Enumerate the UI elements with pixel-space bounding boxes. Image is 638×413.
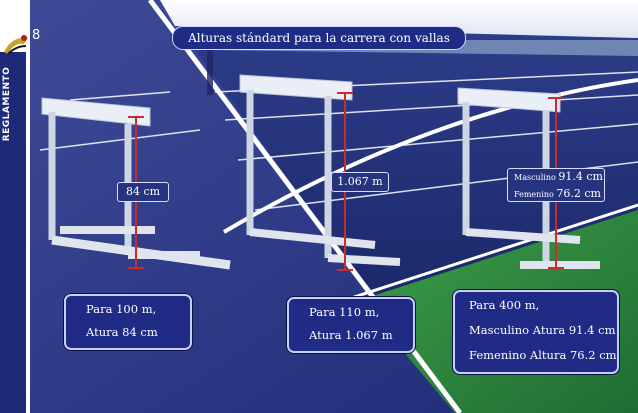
info-box-100m: Para 100 m, Atura 84 cm bbox=[64, 294, 192, 350]
info-box-400m: Para 400 m, Masculino Atura 91.4 cm Feme… bbox=[453, 290, 619, 374]
info-100m-line2: Atura 84 cm bbox=[86, 325, 158, 339]
sidebar-label: REGLAMENTO bbox=[2, 66, 12, 142]
height-line-masculino: Masculino 91.4 cm bbox=[514, 170, 603, 183]
diagonal-divider-2 bbox=[222, 78, 638, 234]
height-label-400m: Masculino 91.4 cm Femenino 76.2 cm bbox=[507, 168, 605, 202]
height-value-110m: 1.067 m bbox=[337, 175, 383, 188]
info-110m-line2: Atura 1.067 m bbox=[309, 328, 393, 342]
info-box-110m: Para 110 m, Atura 1.067 m bbox=[287, 297, 415, 353]
hurdler-logo-icon bbox=[4, 35, 28, 55]
sidebar-bar bbox=[0, 52, 26, 413]
hurdle-110m bbox=[239, 74, 401, 266]
height-label-100m: 84 cm bbox=[117, 182, 169, 202]
info-100m-line1: Para 100 m, bbox=[86, 302, 157, 316]
height-line-femenino: Femenino 76.2 cm bbox=[514, 187, 601, 200]
info-110m-line1: Para 110 m, bbox=[309, 305, 380, 319]
page-number: 8 bbox=[32, 28, 41, 43]
sidebar: REGLAMENTO bbox=[0, 0, 30, 413]
info-400m-line3: Femenino Altura 76.2 cm bbox=[469, 348, 617, 362]
info-400m-line1: Para 400 m, bbox=[469, 298, 540, 312]
page-title: Alturas stándard para la carrera con val… bbox=[172, 26, 466, 50]
height-label-110m: 1.067 m bbox=[331, 172, 389, 192]
info-400m-line2: Masculino Atura 91.4 cm bbox=[469, 323, 616, 337]
field-curb bbox=[344, 203, 638, 302]
height-value-100m: 84 cm bbox=[125, 185, 161, 198]
